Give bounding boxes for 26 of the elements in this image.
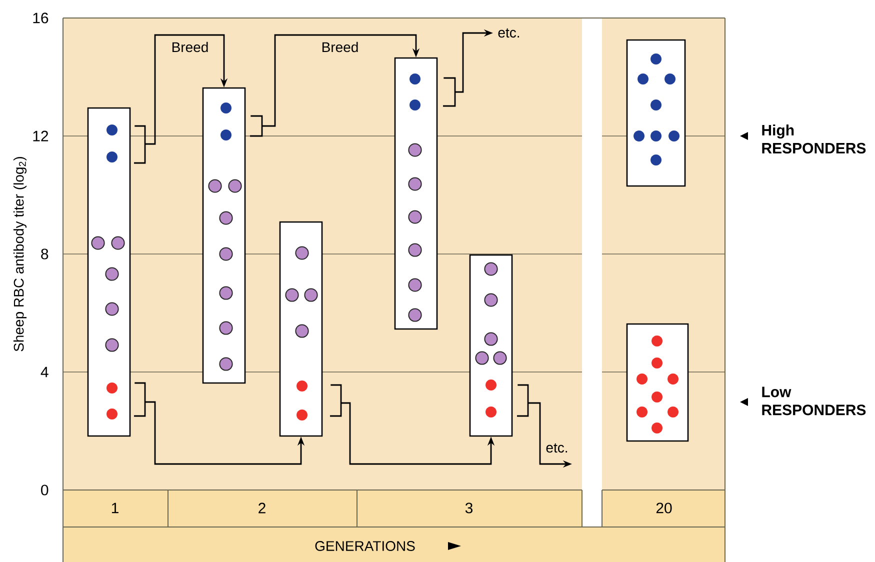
responder-label: High RESPONDERS [762, 124, 866, 154]
edge-label: etc. [544, 442, 570, 454]
generation-number: 2 [258, 502, 266, 514]
generation-number: 1 [112, 502, 118, 514]
tick-label: 4 [40, 366, 48, 378]
responder-label: Low RESPONDERS [762, 386, 866, 416]
edge-label: Breed [320, 40, 360, 54]
tick-label: 8 [41, 248, 48, 260]
axis-title: Sheep RBC antibody titer (log$_{2}$) [13, 156, 27, 352]
tick-label: 12 [33, 130, 48, 142]
axis-title: GENERATIONS [315, 541, 415, 551]
dot-column-box [279, 221, 323, 437]
edge-label: Breed [170, 40, 210, 54]
tick-label: 0 [41, 484, 48, 496]
dot-column-box [626, 323, 689, 442]
dot-column-box [394, 57, 438, 330]
breeding-arrow [133, 34, 228, 164]
generation-number: 3 [465, 502, 473, 514]
dot-column-box [626, 39, 686, 187]
generation-number: 20 [656, 502, 672, 514]
dot-column-box [87, 107, 131, 437]
edge-label: etc. [496, 26, 522, 40]
breeding-arrow [249, 34, 420, 137]
tick-label: 16 [33, 12, 48, 24]
dot-column-box [202, 87, 246, 384]
dot-column-box [469, 254, 513, 437]
